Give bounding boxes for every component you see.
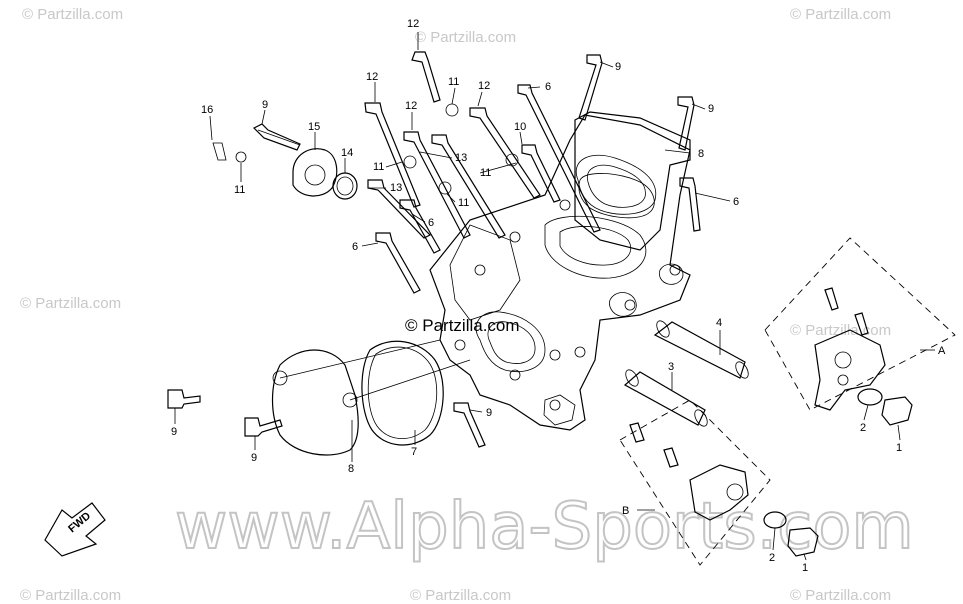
watermark-mid-left: © Partzilla.com [20,295,121,312]
watermark-bottom-right: © Partzilla.com [790,587,891,604]
watermark-top-center: © Partzilla.com [415,29,516,46]
callout-11: 11 [448,76,459,88]
forward-arrow: FWD [44,502,106,557]
watermark-layer: © Partzilla.com © Partzilla.com © Partzi… [20,6,915,604]
callout-9: 9 [708,103,714,115]
callout-10: 10 [514,121,526,133]
callout-9: 9 [486,407,492,419]
callout-8: 8 [698,148,704,160]
callout-7: 7 [411,446,417,458]
side-cover-assembly [271,339,471,456]
cylinder-head-cover [574,111,691,251]
callout-11: 11 [234,184,245,196]
callout-16: 16 [201,104,213,116]
callout-12: 12 [407,18,419,30]
cylinder-head [429,114,691,431]
watermark-mid-right: © Partzilla.com [790,322,891,339]
forward-label: FWD [66,510,93,535]
callout-12: 12 [405,100,417,112]
watermark-top-left: © Partzilla.com [22,6,123,23]
callout-11: 11 [373,161,384,173]
callout-14: 14 [341,147,353,159]
leader-lines [174,32,935,561]
callout-11: 11 [480,167,491,179]
callout-6: 6 [352,241,358,253]
callout-6: 6 [545,81,551,93]
bolt-group [167,51,701,448]
callout-13: 13 [390,182,402,194]
watermark-bottom-left: © Partzilla.com [20,587,121,604]
rocker-arm-a [764,237,956,426]
callout-2: 2 [860,422,866,434]
callout-6: 6 [733,196,739,208]
callout-12: 12 [478,80,490,92]
callout-12: 12 [366,71,378,83]
callout-3: 3 [668,361,674,373]
callout-8: 8 [348,463,354,475]
callout-13: 13 [455,152,467,164]
brand-watermark: www.Alpha-Sports.com [175,490,914,564]
callout-11: 11 [458,197,469,209]
callout-6: 6 [428,217,434,229]
callout-1: 1 [896,442,902,454]
callout-9: 9 [251,452,257,464]
callout-9: 9 [171,426,177,438]
watermark-bottom-center: © Partzilla.com [410,587,511,604]
view-marker-b: B [622,505,629,517]
callout-1: 1 [802,562,808,574]
callout-9: 9 [615,61,621,73]
callout-2: 2 [769,552,775,564]
callout-9: 9 [262,99,268,111]
rocker-shafts [623,320,749,427]
watermark-top-right: © Partzilla.com [790,6,891,23]
watermark-center: © Partzilla.com [405,316,520,335]
callout-4: 4 [716,317,722,329]
callout-15: 15 [308,121,320,133]
callout-labels: 12 12 11 12 12 6 9 9 8 6 10 13 11 11 13 … [171,18,946,574]
view-marker-a: A [938,345,946,357]
